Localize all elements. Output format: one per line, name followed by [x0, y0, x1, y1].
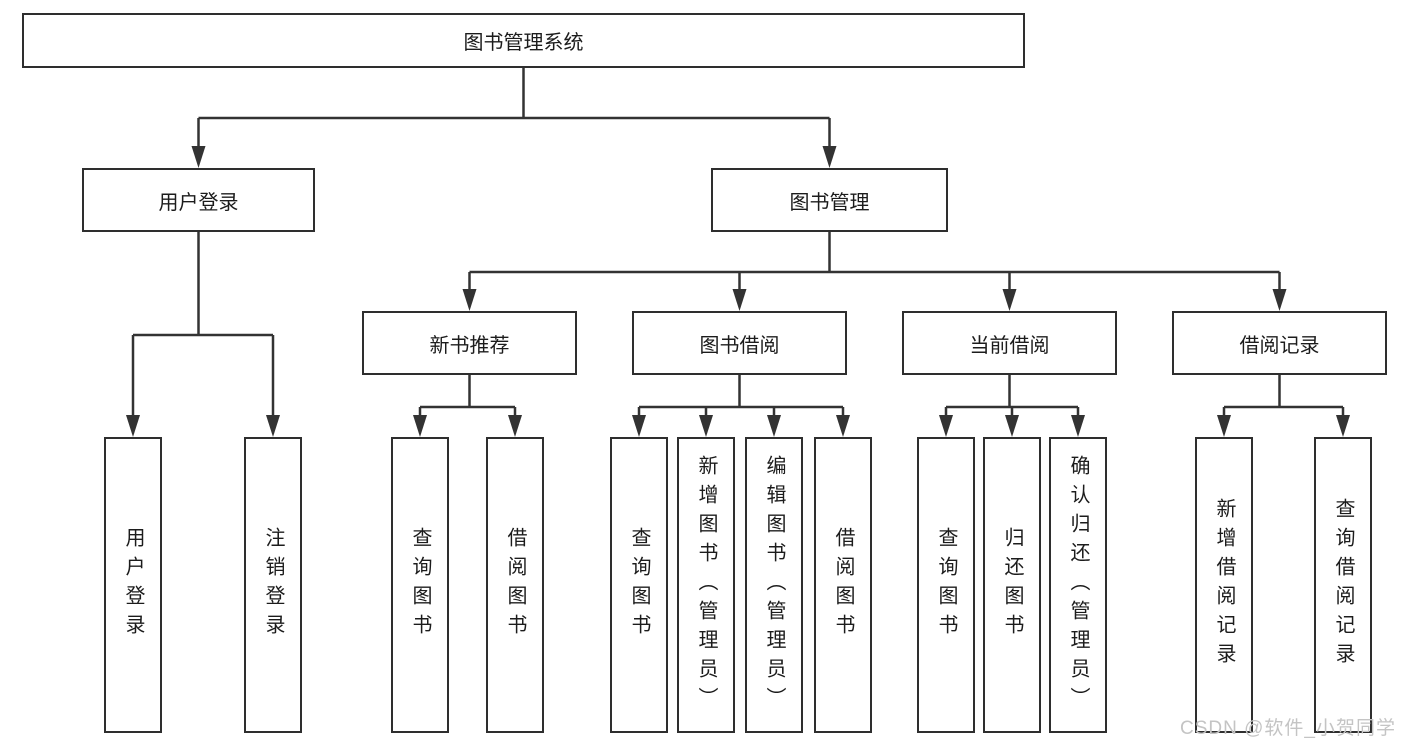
leaf-return-books: 归还图书 — [983, 437, 1041, 733]
node-new-book-recommend: 新书推荐 — [362, 311, 577, 375]
leaf-query-books-current: 查询图书 — [917, 437, 975, 733]
connector-new-book-recommend-children — [413, 375, 522, 437]
node-current-borrowing: 当前借阅 — [902, 311, 1117, 375]
leaf-edit-books-admin: 编辑图书（管理员） — [745, 437, 803, 733]
node-borrowing-records: 借阅记录 — [1172, 311, 1387, 375]
connector-user-login-children — [126, 232, 280, 437]
leaf-add-books-admin-label: 新增图书（管理员） — [695, 454, 717, 716]
leaf-query-books-recommend: 查询图书 — [391, 437, 449, 733]
leaf-borrow-books-recommend-label: 借阅图书 — [504, 527, 526, 643]
leaf-query-books-current-label: 查询图书 — [935, 527, 957, 643]
connector-book-borrowing-children — [632, 375, 850, 437]
leaf-query-books-recommend-label: 查询图书 — [409, 527, 431, 643]
connector-root-to-level2 — [191, 68, 837, 168]
leaf-query-borrow-record-label: 查询借阅记录 — [1332, 498, 1354, 672]
csdn-watermark: CSDN @软件_小贺同学 — [1180, 718, 1396, 739]
leaf-edit-books-admin-label: 编辑图书（管理员） — [763, 454, 785, 716]
leaf-query-borrow-record: 查询借阅记录 — [1314, 437, 1372, 733]
node-library-management-system: 图书管理系统 — [22, 13, 1025, 68]
leaf-logout: 注销登录 — [244, 437, 302, 733]
leaf-confirm-return-admin: 确认归还（管理员） — [1049, 437, 1107, 733]
leaf-borrow-books-borrowing-label: 借阅图书 — [832, 527, 854, 643]
node-book-management: 图书管理 — [711, 168, 948, 232]
leaf-query-books-borrowing: 查询图书 — [610, 437, 668, 733]
connector-current-borrowing-children — [939, 375, 1085, 437]
node-user-login: 用户登录 — [82, 168, 315, 232]
leaf-add-borrow-record-label: 新增借阅记录 — [1213, 498, 1235, 672]
leaf-logout-label: 注销登录 — [262, 527, 284, 643]
leaf-add-borrow-record: 新增借阅记录 — [1195, 437, 1253, 733]
leaf-borrow-books-borrowing: 借阅图书 — [814, 437, 872, 733]
leaf-confirm-return-admin-label: 确认归还（管理员） — [1067, 454, 1089, 716]
leaf-user-login-label: 用户登录 — [122, 527, 144, 643]
connector-book-management-children — [462, 232, 1287, 311]
leaf-user-login: 用户登录 — [104, 437, 162, 733]
leaf-query-books-borrowing-label: 查询图书 — [628, 527, 650, 643]
leaf-add-books-admin: 新增图书（管理员） — [677, 437, 735, 733]
leaf-return-books-label: 归还图书 — [1001, 527, 1023, 643]
node-book-borrowing: 图书借阅 — [632, 311, 847, 375]
connector-borrowing-records-children — [1217, 375, 1350, 437]
leaf-borrow-books-recommend: 借阅图书 — [486, 437, 544, 733]
